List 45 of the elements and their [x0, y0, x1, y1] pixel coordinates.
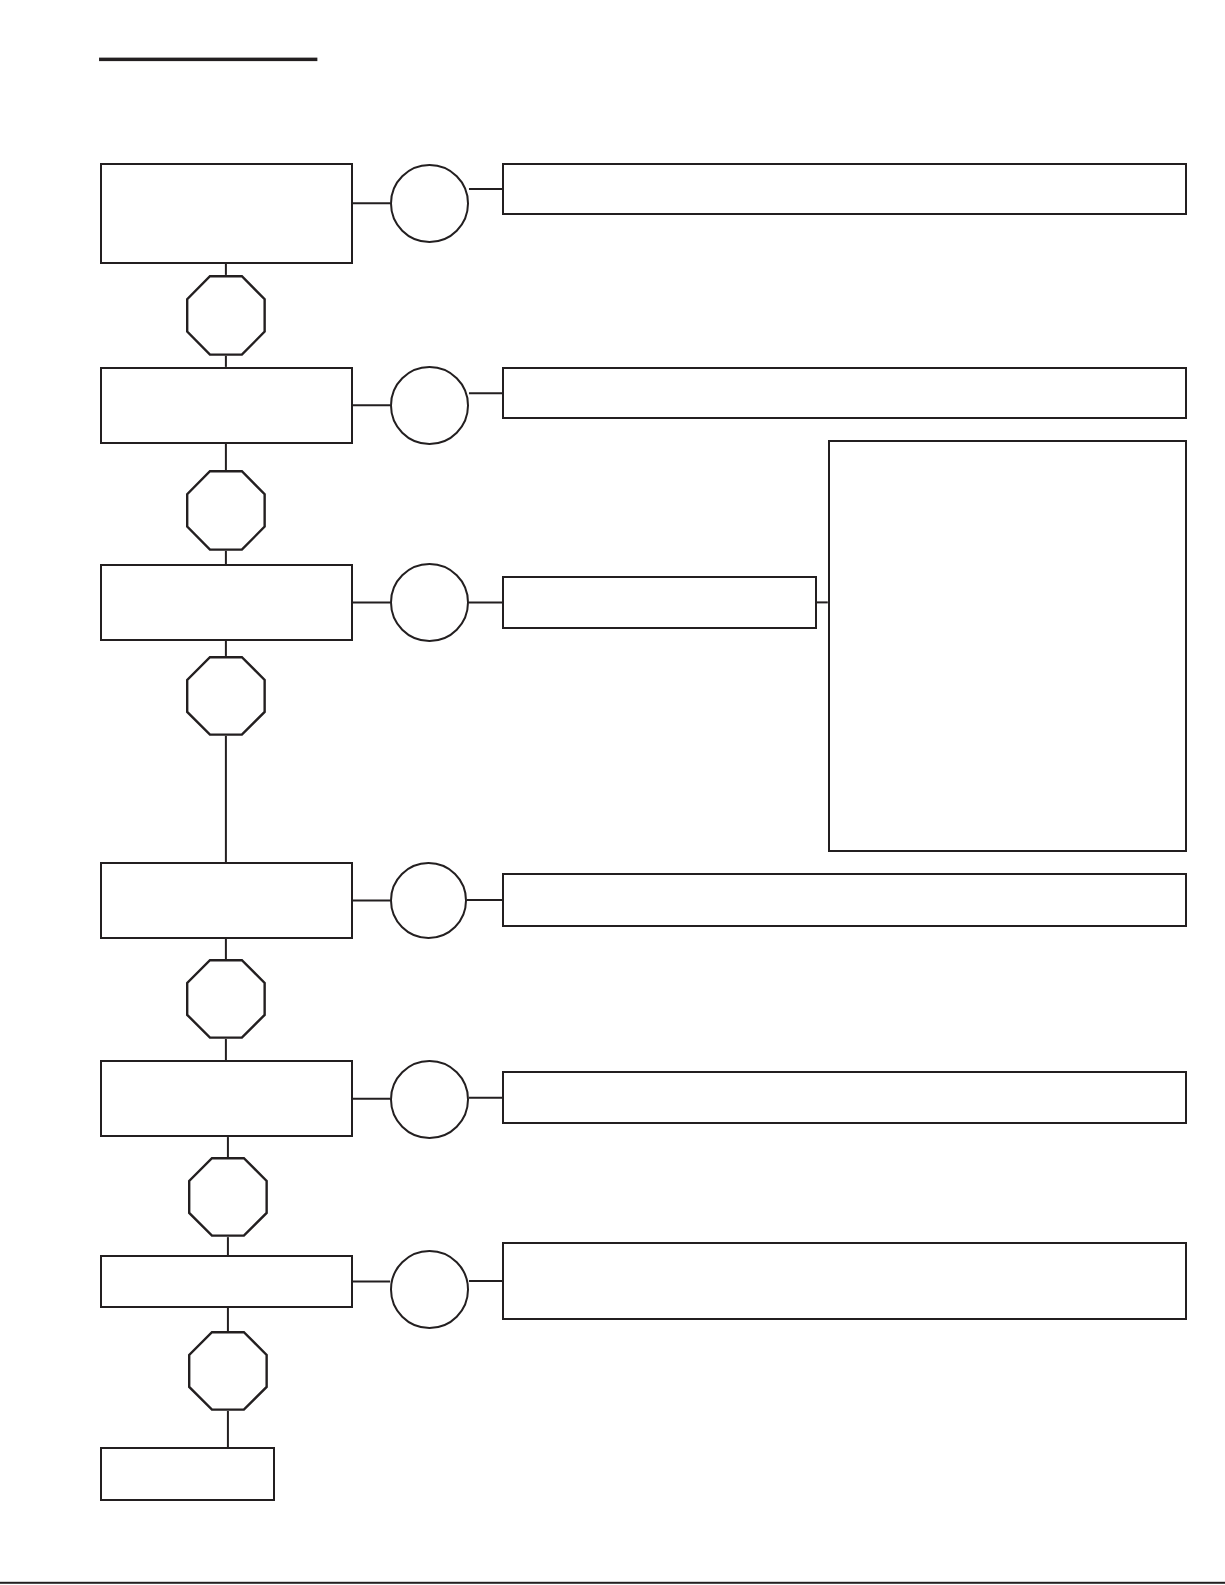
connector-line [351, 202, 392, 205]
process-box [100, 1447, 275, 1501]
octagon-shape [185, 655, 266, 736]
connector-line [224, 354, 227, 368]
connector-line [224, 734, 227, 864]
connector-line [468, 392, 504, 395]
process-box [100, 1060, 353, 1138]
connector-line [351, 404, 392, 407]
octagon-shape [185, 959, 266, 1039]
process-box [502, 1071, 1187, 1124]
connector-line [468, 601, 504, 604]
connector-line [226, 1409, 229, 1449]
connector-line [465, 899, 504, 902]
connector-line [224, 262, 227, 276]
connector-line [224, 1038, 227, 1062]
process-box [502, 162, 1187, 216]
process-box [100, 1255, 353, 1308]
process-box [502, 873, 1187, 927]
process-box [827, 439, 1187, 853]
connector-line [226, 1306, 229, 1333]
process-box [502, 1242, 1187, 1320]
connector-line [226, 1136, 229, 1159]
connector-line [224, 549, 227, 565]
connector-line [351, 601, 392, 604]
connector-line [815, 601, 829, 604]
process-box [502, 576, 817, 629]
connector-line [468, 1096, 504, 1099]
process-box [100, 366, 353, 444]
octagon-shape [185, 274, 266, 356]
connector-line [351, 899, 392, 902]
process-box [100, 862, 353, 939]
connector-line [224, 937, 227, 961]
process-box [100, 162, 353, 264]
connector-line [224, 442, 227, 471]
process-box [502, 366, 1187, 420]
connector-line [351, 1280, 392, 1283]
connector-line [351, 1097, 392, 1100]
octagon-shape [185, 470, 266, 551]
octagon-shape [188, 1331, 268, 1411]
connector-line [224, 639, 227, 657]
process-box [100, 564, 353, 641]
connector-line [468, 1280, 504, 1283]
connector-line [468, 188, 504, 190]
connector-line [226, 1236, 229, 1257]
octagon-shape [188, 1157, 268, 1238]
